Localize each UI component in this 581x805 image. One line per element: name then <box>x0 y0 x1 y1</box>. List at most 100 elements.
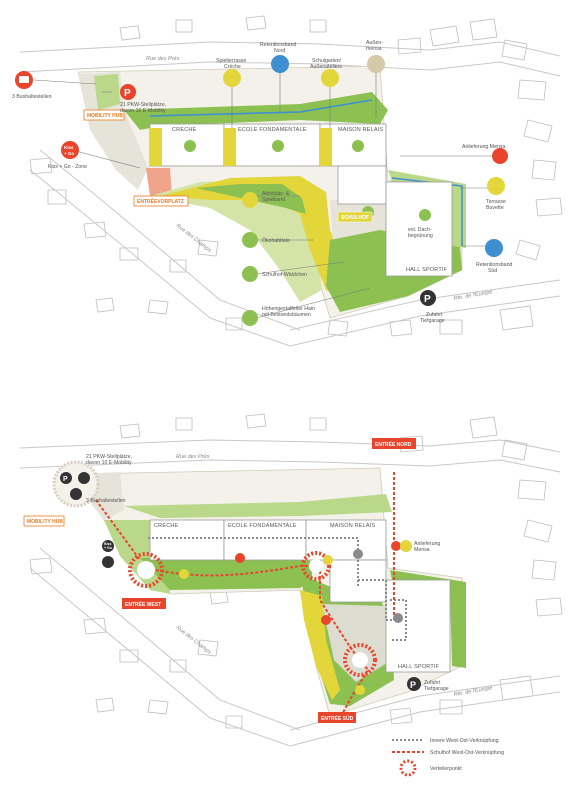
top-retention-nord-callout: Retentionsband Nord <box>260 42 296 73</box>
leaf-icon <box>272 140 284 152</box>
top-parking-letter: P <box>124 88 131 99</box>
bottom-distribution-points <box>128 551 377 677</box>
top-anlieferung-callout: Anlieferung Mensa <box>462 144 508 164</box>
bottom-kiss-l2: + Go <box>104 546 112 550</box>
bus-icon <box>102 556 114 568</box>
terrace-icon <box>487 177 505 195</box>
pedestrian-icon <box>393 613 403 623</box>
bottom-road-north: Rue des Prés <box>176 454 210 460</box>
top-road-south: Rte. de l'Europe <box>453 289 493 302</box>
legend-inner-text: Innere West-Ost-Verknüpfung <box>430 738 499 744</box>
play-terrace-icon <box>223 69 241 87</box>
top-mobility-area <box>78 72 148 190</box>
bottom-neighbour-buildings <box>29 413 563 729</box>
top-kiss-text: Kiss + Go - Zone <box>48 164 87 170</box>
top-courtyard-3 <box>320 128 332 166</box>
bottom-label-creche: CRÈCHE <box>154 522 179 529</box>
legend-verteiler-swatch <box>399 759 417 777</box>
bottom-tag-west-text: ENTRÉE WEST <box>125 600 161 608</box>
bottom-schulhof-court <box>322 604 392 682</box>
top-hoehen-callout: Höhengestaffelter Hain mit Bestandsbäume… <box>242 306 315 326</box>
top-terrasse-l1: Terrasse <box>486 199 506 205</box>
bottom-tag-mobility: MOBILITY HUB <box>23 515 65 527</box>
top-kiss-l2: + Go <box>64 151 74 156</box>
top-green-belt-north <box>124 92 388 130</box>
top-waeldchen-text: Schulhof-Wäldchen <box>262 272 307 278</box>
water-drop-icon <box>271 55 289 73</box>
top-hoehen-l2: mit Bestandsbäumen <box>262 312 311 318</box>
bottom-tag-west: ENTRÉE WEST <box>122 598 166 609</box>
top-spiel-callout: Spielterrasse Crèche <box>216 58 246 87</box>
bottom-parking-l1: 21 PKW-Stellplätze, <box>86 454 132 460</box>
top-aussen-l1: Außen- <box>366 40 383 46</box>
top-tag-mobility: MOBILITY HUB <box>83 109 125 121</box>
top-retention-nord-l2: Nord <box>274 48 285 54</box>
top-tag-entree: ENTRÉEVORPLATZ <box>133 195 189 207</box>
top-zufahrt-letter: P <box>424 294 431 305</box>
bottom-tag-mobility-text: MOBILITY HUB <box>27 519 63 525</box>
distribution-point-west <box>128 552 164 588</box>
top-green-west <box>150 180 322 302</box>
top-aktiv-l2: Spielband <box>262 197 285 203</box>
top-dach-l2: begrünung <box>408 233 433 239</box>
delivery-icon <box>400 540 412 552</box>
distribution-point-centre <box>301 551 331 581</box>
top-zufahrt-callout: P Zufahrt Tiefgarage <box>420 290 445 324</box>
bottom-hub-parking-letter: P <box>63 476 68 483</box>
top-aussen-callout: Außen- mensa <box>366 40 385 73</box>
top-aktiv-l1: Aktivitäts- & <box>262 191 290 197</box>
bottom-anlieferung-l1: Anlieferung <box>414 541 440 547</box>
top-anlieferung-text: Anlieferung Mensa <box>462 144 505 150</box>
bottom-zufahrt-callout: P Zufahrt Tiefgarage <box>407 677 449 692</box>
kiss-go-icon <box>61 141 79 159</box>
bottom-mobility-hub: P <box>52 460 100 508</box>
top-kiss-callout: Kiss + Go Kiss + Go - Zone <box>48 141 87 170</box>
bottom-schulhof-path <box>145 565 370 719</box>
top-retention-sued-l2: Süd <box>488 268 497 274</box>
bottom-green-band <box>140 556 312 590</box>
top-retention-sued-callout: Retentionsband Süd <box>476 239 512 274</box>
top-tag-schulhof-text: SCHULHOF <box>341 215 369 221</box>
top-retention-sued-l1: Retentionsband <box>476 262 512 268</box>
top-schulgarten-l1: Schulgarten/ <box>312 58 342 64</box>
bicycle-icon <box>179 569 189 579</box>
leaf-icon <box>184 140 196 152</box>
woods-icon <box>242 266 258 282</box>
bottom-bus-text: 3 Bushaltestellen <box>86 498 126 504</box>
top-schulgarten-l2: Außenateliers <box>310 64 342 70</box>
bottom-west-path <box>95 499 141 561</box>
top-label-hall: HALL SPORTIF <box>406 267 448 273</box>
bottom-route-icons <box>179 541 403 695</box>
top-oeko-callout: Ökohabitate <box>242 232 290 248</box>
parking-icon <box>120 84 136 100</box>
parking-icon <box>60 472 72 484</box>
bottom-building-hall <box>385 579 451 673</box>
bus-icon <box>70 488 82 500</box>
bottom-zufahrt-l2: Tiefgarage <box>424 686 449 692</box>
top-zufahrt-l2: Tiefgarage <box>420 318 445 324</box>
bottom-parking-l2: davon 10 E-Mobility <box>86 460 132 466</box>
top-spiel-l1: Spielterrasse <box>216 58 246 64</box>
bottom-tag-sud-text: ENTRÉE SÜD <box>321 714 354 722</box>
parking-icon <box>420 290 436 306</box>
top-parking-text-1: 21 PKW-Stellplätze, <box>120 102 166 108</box>
school-garden-icon <box>321 69 339 87</box>
car-icon <box>78 472 90 484</box>
top-zufahrt-l1: Zufahrt <box>426 312 443 318</box>
bottom-building-creche <box>149 519 225 561</box>
top-hoehen-l1: Höhengestaffelter Hain <box>262 306 315 312</box>
top-retention-sued <box>391 177 463 246</box>
bottom-plan: Rue des Prés Rue des Champs Rte. de l'Eu… <box>19 413 563 777</box>
bottom-tag-sud: ENTRÉE SÜD <box>318 712 356 723</box>
top-retention-nord <box>149 99 373 117</box>
top-building-hall <box>385 181 453 277</box>
bicycle-icon <box>323 555 333 565</box>
bottom-inner-path <box>148 537 392 621</box>
bottom-anlieferung-l2: Mensa <box>414 547 430 553</box>
kiss-go-icon <box>102 540 114 552</box>
legend: Innere West-Ost-Verknüpfung Schulhof Wes… <box>392 738 504 777</box>
bee-icon <box>242 232 258 248</box>
top-courtyard-2 <box>224 128 236 166</box>
legend-schulhof-text: Schulhof West-Ost-Verknüpfung <box>430 750 504 756</box>
